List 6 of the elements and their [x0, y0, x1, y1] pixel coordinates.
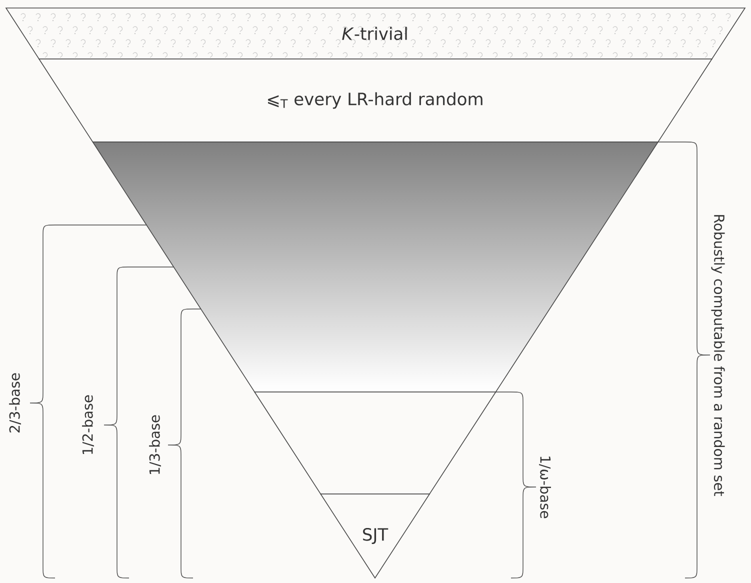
node-label: SJT	[363, 528, 388, 544]
brace-label: 1/ω-base	[539, 456, 551, 518]
brace-label: 2/3-base	[9, 373, 21, 432]
brace-label: 1/3-base	[149, 415, 161, 474]
brace-label: 1/2-base	[82, 395, 94, 454]
brace-label: Robustly computable from a random set	[711, 215, 725, 496]
